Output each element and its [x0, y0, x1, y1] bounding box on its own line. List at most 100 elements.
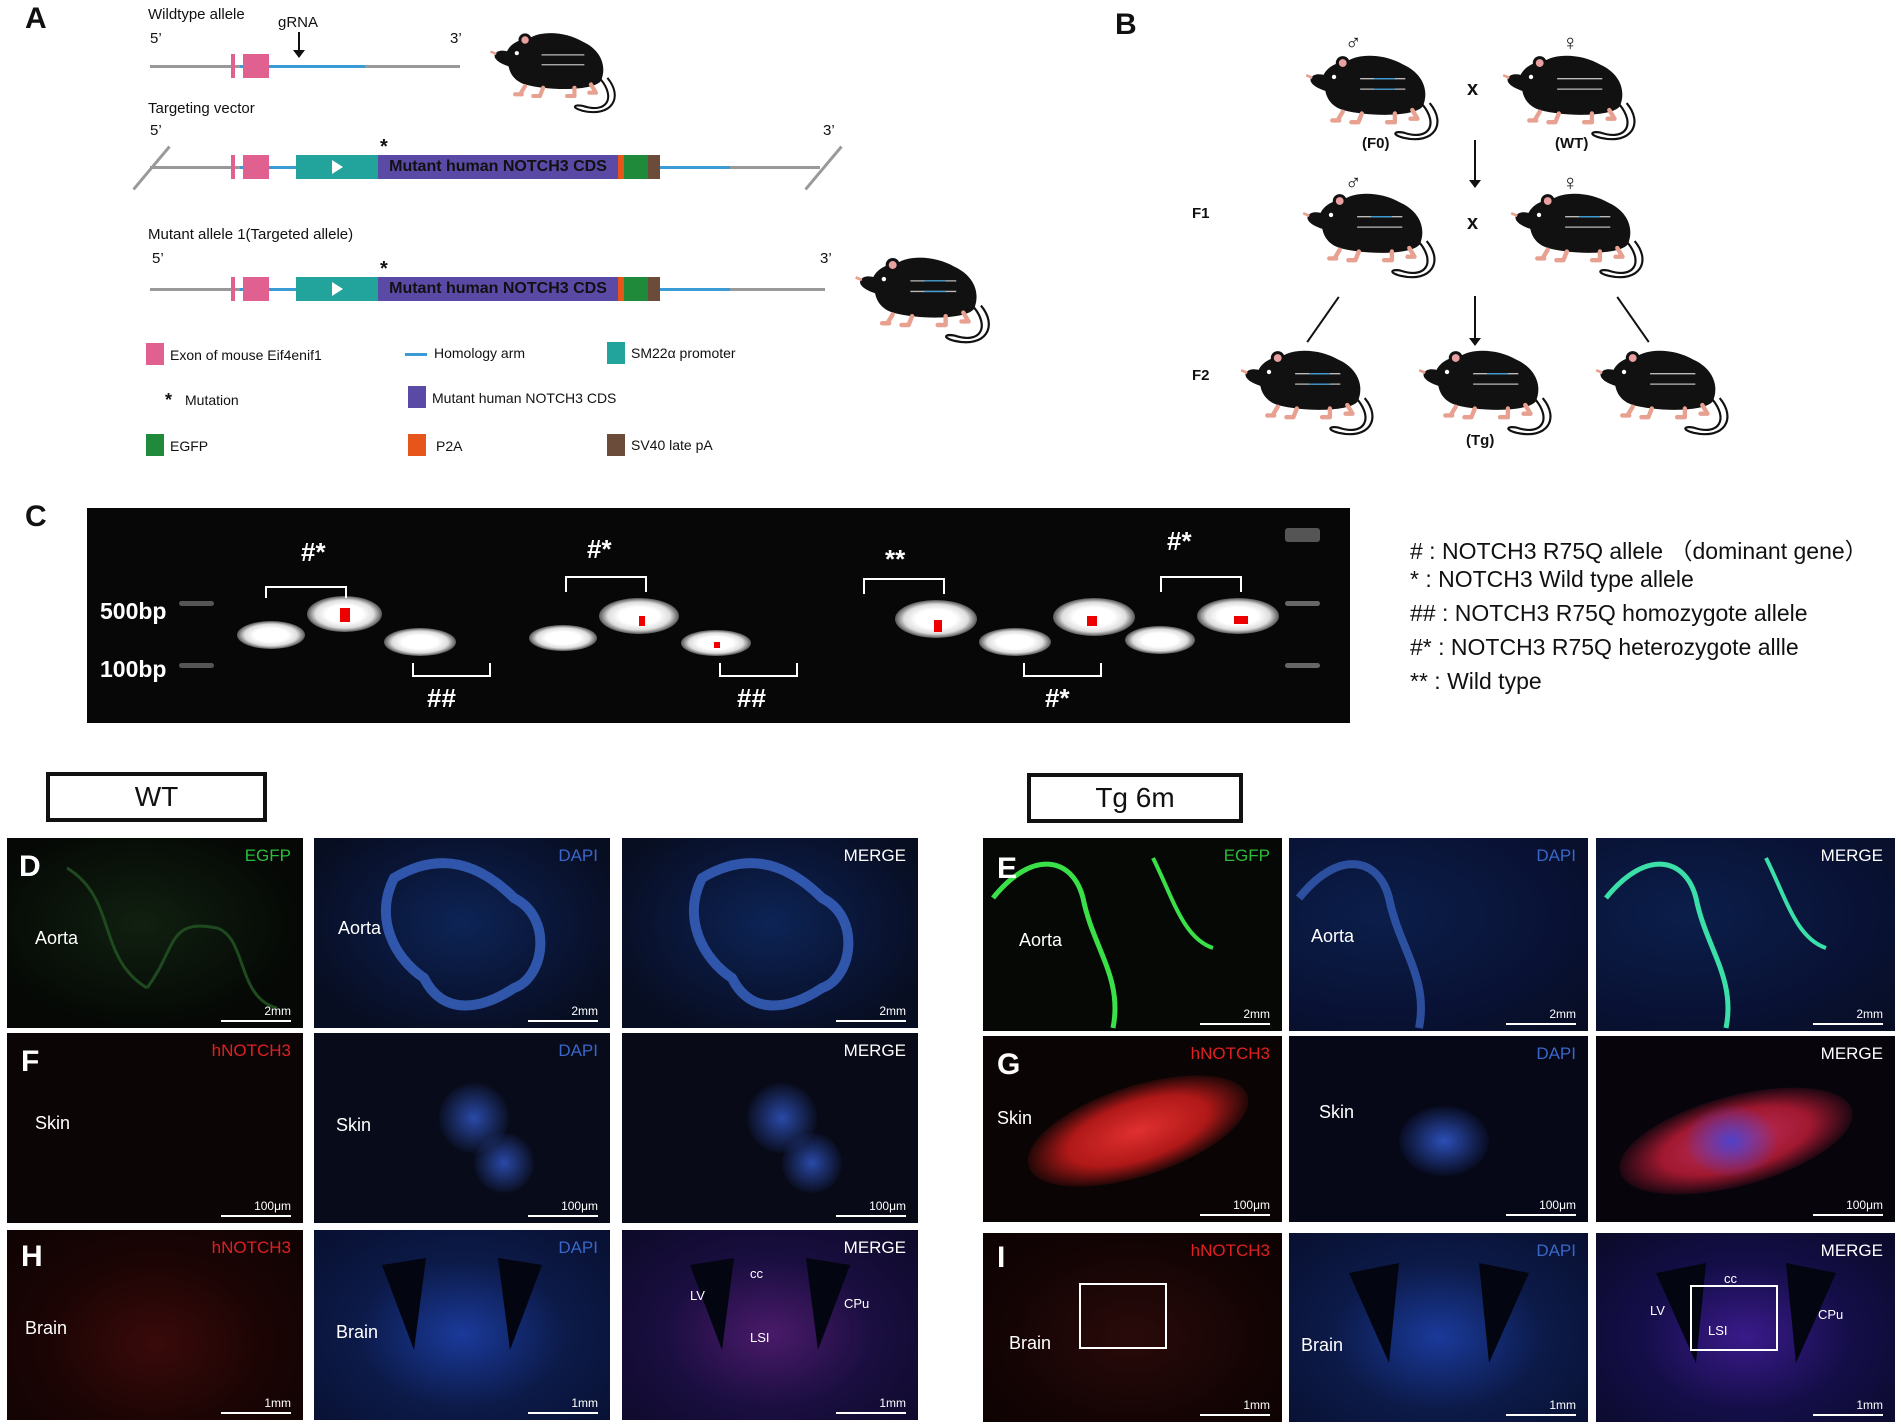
arrow-f1-f2-middle [1474, 296, 1476, 342]
band-lane7 [895, 600, 977, 638]
ladder-right-top [1285, 528, 1320, 542]
panel-letter-h: H [21, 1240, 43, 1273]
tv-homology-left [240, 166, 300, 169]
saturation-spot [1087, 616, 1097, 626]
channel-hnotch3: hNOTCH3 [211, 1238, 291, 1257]
mouse-icon-f2-homozygote [1235, 345, 1390, 445]
bracket-top-1 [265, 586, 347, 598]
panel-letter-a: A [25, 2, 47, 35]
tv-mutation-star: * [380, 136, 388, 158]
image-e-egfp: E EGFP Aorta 2mm [983, 838, 1282, 1031]
mouse-icon-f2-tg [1413, 345, 1568, 445]
saturation-spot [714, 642, 720, 648]
mouse-icon-f1-female [1505, 188, 1660, 288]
channel-merge: MERGE [843, 846, 906, 865]
tg-label: (Tg) [1466, 432, 1495, 449]
scale-bar: 100μm [1813, 1198, 1883, 1216]
f1-label: F1 [1192, 205, 1210, 222]
female-symbol-f1: ♀ [1562, 170, 1579, 195]
male-symbol-f0: ♂ [1345, 30, 1362, 55]
mut-exon-small [231, 277, 235, 301]
scale-bar: 1mm [836, 1396, 906, 1414]
roi-box [1690, 1285, 1778, 1351]
mut-egfp [624, 277, 648, 301]
marker-500bp: 500bp [100, 598, 167, 624]
panel-letter-i: I [997, 1241, 1006, 1274]
arrow-f1-f2-left [1306, 296, 1340, 343]
arrow-f1-f2-right [1616, 296, 1650, 343]
cross-symbol-f0: x [1467, 78, 1479, 100]
ladder-right-100 [1285, 663, 1320, 668]
channel-merge: MERGE [1820, 1044, 1883, 1063]
image-h-merge: MERGE LV cc CPu LSI 1mm [622, 1230, 918, 1420]
saturation-spot [639, 616, 645, 626]
band-lane10 [1125, 626, 1195, 654]
legend-swatch-p2a [408, 434, 426, 456]
region-lsi: LSI [750, 1330, 770, 1345]
scale-bar: 100μm [221, 1199, 291, 1217]
label-top-4: #* [1167, 526, 1192, 556]
tv-cds: Mutant human NOTCH3 CDS [378, 155, 618, 179]
scale-bar: 2mm [836, 1004, 906, 1022]
key-homozygote: ## : NOTCH3 R75Q homozygote allele [1410, 600, 1808, 626]
legend-star-symbol: * [165, 390, 173, 410]
mut-homology-right [660, 288, 730, 291]
bracket-bottom-3 [1023, 663, 1102, 677]
female-symbol-wt: ♀ [1562, 30, 1579, 55]
tissue-brain: Brain [1009, 1333, 1052, 1353]
scale-bar: 100μm [836, 1199, 906, 1217]
saturation-spot [934, 620, 942, 632]
image-f-hnotch3: F hNOTCH3 Skin 100μm [7, 1033, 303, 1223]
mouse-icon-f0 [1300, 50, 1455, 150]
wt-three-prime: 3’ [450, 30, 462, 47]
image-h-hnotch3: H hNOTCH3 Brain 1mm [7, 1230, 303, 1420]
channel-dapi: DAPI [558, 1041, 598, 1060]
tv-p2a [618, 155, 624, 179]
label-top-3: ** [885, 544, 906, 574]
scale-bar: 2mm [528, 1004, 598, 1022]
bracket-top-2 [565, 576, 647, 592]
legend-swatch-exon [146, 343, 164, 365]
channel-dapi: DAPI [1536, 846, 1576, 865]
tv-homology-right [660, 166, 730, 169]
scale-bar: 1mm [1200, 1398, 1270, 1416]
tissue-skin: Skin [35, 1113, 71, 1133]
channel-dapi: DAPI [1536, 1044, 1576, 1063]
tissue-brain: Brain [336, 1322, 379, 1342]
label-top-1: #* [301, 537, 326, 567]
key-r75q-allele: # : NOTCH3 R75Q allele （dominant gene） [1410, 538, 1868, 564]
arrowhead-f0-f1 [1469, 180, 1481, 188]
mut-five-prime: 5’ [152, 250, 164, 267]
legend-swatch-promoter [607, 342, 625, 364]
tv-promoter-arrow [332, 160, 343, 174]
image-i-merge: MERGE LV cc CPu LSI 1mm [1596, 1233, 1895, 1422]
image-d-egfp: D EGFP Aorta 2mm [7, 838, 303, 1028]
image-d-dapi: DAPI Aorta 2mm [314, 838, 610, 1028]
tissue-aorta: Aorta [1019, 930, 1063, 950]
tv-exon-small [231, 155, 235, 179]
grna-label: gRNA [278, 14, 319, 31]
band-lane8 [979, 628, 1051, 656]
saturation-spot [1234, 616, 1248, 624]
gel-image: 500bp 100bp #* #* ** #* ## ## #* [87, 508, 1350, 723]
tv-five-prime: 5’ [150, 122, 162, 139]
mutant-allele-label: Mutant allele 1(Targeted allele) [148, 226, 354, 243]
wt-homology-arm [240, 65, 365, 68]
image-e-dapi: DAPI Aorta 2mm [1289, 838, 1588, 1031]
image-g-hnotch3: G hNOTCH3 Skin 100μm [983, 1036, 1282, 1222]
region-lsi: LSI [1708, 1323, 1728, 1338]
channel-hnotch3: hNOTCH3 [1190, 1241, 1270, 1260]
image-h-dapi: DAPI Brain 1mm [314, 1230, 610, 1420]
scale-bar: 100μm [1506, 1198, 1576, 1216]
ladder-left-500 [179, 601, 214, 606]
scale-bar: 1mm [528, 1396, 598, 1414]
ladder-left-100 [179, 663, 214, 668]
scale-bar: 2mm [1813, 1007, 1883, 1025]
panel-letter-f: F [21, 1045, 40, 1078]
label-top-2: #* [587, 534, 612, 564]
f0-label: (F0) [1362, 135, 1390, 152]
tissue-skin: Skin [1319, 1102, 1355, 1122]
f2-label: F2 [1192, 367, 1210, 384]
mut-exon [243, 277, 269, 301]
scale-bar: 1mm [221, 1396, 291, 1414]
